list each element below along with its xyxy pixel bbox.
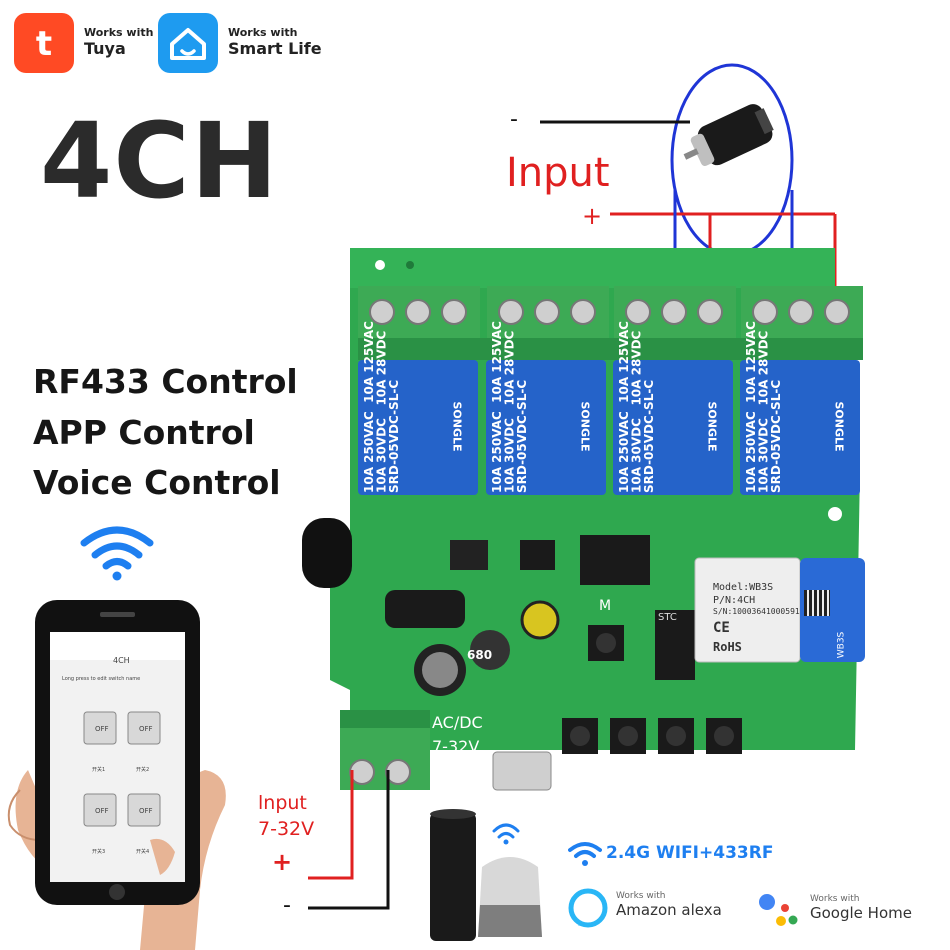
module-qr-code	[804, 590, 830, 616]
button-m-label: M	[599, 598, 612, 614]
google-home-badge: Works with Google Home	[810, 894, 912, 922]
relay-driver-chip	[580, 535, 650, 585]
button-4-label: 4	[736, 757, 743, 770]
feature-rf433: RF433 Control	[33, 362, 298, 401]
relay-4-brand: SONGLE	[832, 401, 846, 452]
relays	[358, 360, 860, 495]
smart-life-label: Smart Life	[228, 38, 322, 58]
phone-switch-2-name: 开关2	[136, 767, 150, 773]
module-ce: CE	[713, 620, 730, 636]
relay-2-label: 10A 250VAC 10A 125VAC 10A 30VDC 10A 28VD…	[490, 321, 530, 493]
power-input-label: lnput	[258, 792, 307, 814]
feature-voice: Voice Control	[33, 463, 281, 502]
phone-switch-2: OFF	[139, 725, 153, 733]
power-spec-line1: AC/DC	[432, 713, 483, 732]
tuya-works-with: Works with	[84, 26, 154, 39]
phone-hint: Long press to edit switch name	[62, 676, 141, 682]
motor-plus-label: +	[582, 202, 603, 230]
smart-life-badge-text: Works with Smart Life	[228, 26, 322, 58]
relay-3-brand: SONGLE	[705, 401, 719, 452]
smart-life-logo	[158, 13, 218, 73]
antenna-label: WB3S	[836, 631, 847, 659]
phone-switch-3-name: 开关3	[92, 849, 106, 855]
phone-in-hand	[7, 600, 226, 950]
google-home-label: Google Home	[810, 903, 912, 922]
wifi-icon	[80, 526, 154, 581]
phone-switch-buttons	[83, 711, 161, 827]
button-2-label: 2	[640, 757, 647, 770]
smart-life-works-with: Works with	[228, 26, 298, 39]
wifi-small-icon	[568, 842, 602, 866]
relay-1-brand: SONGLE	[450, 401, 464, 452]
power-plus-label: +	[272, 848, 293, 876]
relay-board	[302, 248, 865, 791]
relay-2-brand: SONGLE	[578, 401, 592, 452]
alexa-icon	[568, 888, 608, 928]
alexa-badge: Works with Amazon alexa	[616, 891, 722, 919]
coil-label: 680	[467, 648, 493, 662]
tuya-badge-text: Works with Tuya	[84, 26, 154, 58]
chip-label: STC	[658, 612, 677, 623]
button-1-label: 1	[592, 757, 599, 770]
relay-3-label: 10A 250VAC 10A 125VAC 10A 30VDC 10A 28VD…	[617, 321, 657, 493]
module-sn: S/N:10003641000591	[713, 607, 800, 616]
mcu-chip	[655, 610, 695, 680]
phone-screen-title: 4CH	[113, 656, 130, 665]
tuya-label: Tuya	[84, 38, 126, 58]
alexa-label: Amazon alexa	[616, 900, 722, 919]
motor-minus-label: -	[510, 107, 518, 132]
rf-antenna-coil	[385, 590, 465, 628]
google-assistant-icon	[759, 894, 798, 926]
module-model: Model:WB3S	[713, 582, 774, 593]
push-buttons	[562, 625, 742, 754]
svg-text:t: t	[36, 24, 52, 64]
power-spec-line2: 7-32V	[432, 737, 480, 756]
dc-motor	[683, 104, 774, 166]
google-works-with: Works with	[810, 894, 860, 904]
wifi-antenna	[800, 558, 865, 662]
phone-switch-4-name: 开关4	[136, 849, 150, 855]
module-pn: P/N:4CH	[713, 595, 756, 606]
smart-speakers	[430, 809, 542, 941]
phone-switch-1: OFF	[95, 725, 109, 733]
relay-4-label: 10A 250VAC 10A 125VAC 10A 30VDC 10A 28VD…	[744, 321, 784, 493]
phone-switch-1-name: 开关1	[92, 767, 106, 773]
module-rohs: RoHS	[713, 640, 742, 654]
connectivity-label: 2.4G WIFI+433RF	[606, 843, 774, 863]
feature-app: APP Control	[33, 413, 255, 452]
rf-remote-fob	[302, 518, 352, 588]
power-voltage-label: 7-32V	[258, 818, 315, 840]
alexa-works-with: Works with	[616, 891, 666, 901]
usb-port	[492, 751, 552, 791]
channel-count-title: 4CH	[40, 100, 279, 222]
phone-switch-4: OFF	[139, 807, 153, 815]
power-minus-label: -	[283, 893, 291, 918]
power-wiring-diagram	[308, 770, 390, 910]
button-3-label: 3	[688, 757, 695, 770]
tuya-logo: t	[14, 13, 74, 73]
amazon-echo	[430, 813, 476, 941]
terminal-blocks	[358, 286, 863, 360]
phone-switch-3: OFF	[95, 807, 109, 815]
relay-1-label: 10A 250VAC 10A 125VAC 10A 30VDC 10A 28VD…	[362, 321, 402, 493]
motor-input-label: Input	[506, 150, 610, 196]
